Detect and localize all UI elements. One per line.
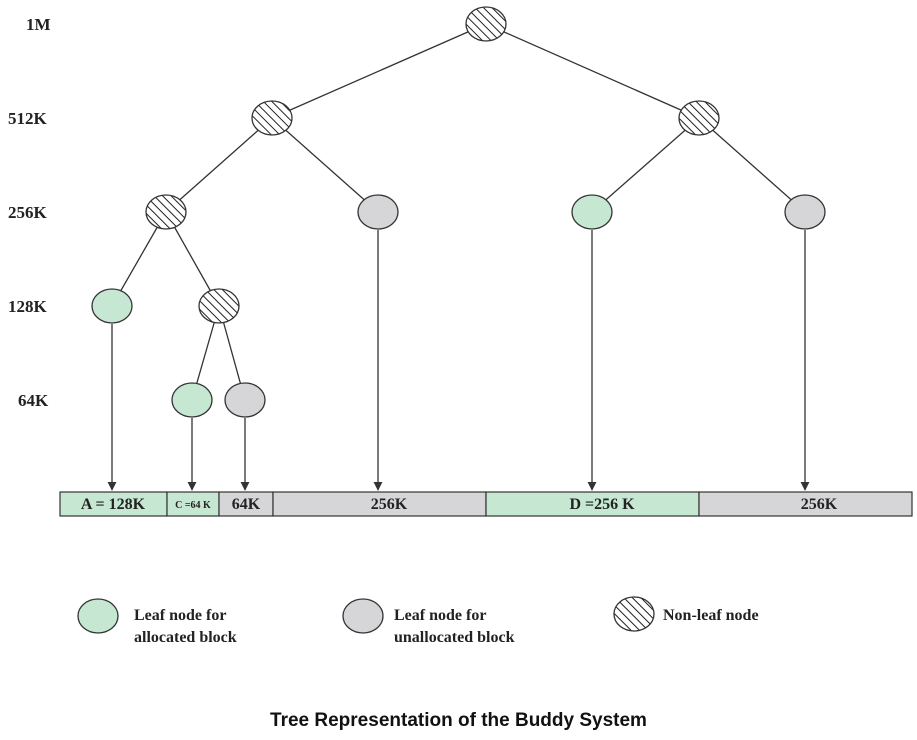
block-64k	[218, 491, 274, 517]
level-label-512k: 512K	[8, 109, 48, 128]
block-256k-2	[698, 491, 913, 517]
block-c-label: C =64 K	[175, 500, 211, 511]
legend-unallocated-swatch	[342, 598, 384, 634]
node-128k-1-allocated	[91, 288, 133, 324]
node-256k-1-nonleaf	[145, 194, 187, 230]
node-root-nonleaf	[465, 6, 507, 42]
node-512k-left-nonleaf	[251, 100, 293, 136]
legend-unallocated-line1: Leaf node for	[394, 607, 486, 624]
level-label-64k: 64K	[18, 391, 49, 410]
block-a-label: A = 128K	[81, 496, 146, 513]
node-64k-2-unallocated	[224, 382, 266, 418]
legend-allocated-line1: Leaf node for	[134, 607, 226, 624]
block-d-label: D =256 K	[569, 496, 635, 513]
figure-caption: Tree Representation of the Buddy System	[270, 710, 647, 731]
edge	[271, 23, 487, 119]
leaf-arrows	[107, 230, 810, 491]
node-256k-4-unallocated	[784, 194, 826, 230]
edge	[485, 23, 700, 119]
legend-unallocated-line2: unallocated block	[394, 629, 515, 646]
node-256k-3-allocated	[571, 194, 613, 230]
legend-allocated-line2: allocated block	[134, 629, 237, 646]
edge	[271, 117, 379, 213]
node-128k-2-nonleaf	[198, 288, 240, 324]
edge	[165, 117, 273, 213]
edge	[698, 117, 806, 213]
block-256k-1	[272, 491, 487, 517]
legend-allocated-swatch	[77, 598, 119, 634]
block-256k-1-label: 256K	[371, 496, 408, 513]
block-d	[485, 491, 700, 517]
legend	[77, 596, 655, 634]
level-label-128k: 128K	[8, 297, 48, 316]
buddy-tree-diagram: 1M 512K 256K 128K 64K	[8, 6, 913, 646]
level-label-256k: 256K	[8, 203, 48, 222]
legend-nonleaf-swatch	[613, 596, 655, 632]
tree-edges	[111, 23, 806, 401]
block-256k-2-label: 256K	[801, 496, 838, 513]
node-512k-right-nonleaf	[678, 100, 720, 136]
node-64k-1-allocated	[171, 382, 213, 418]
block-c	[166, 491, 220, 517]
edge	[591, 117, 700, 213]
node-256k-2-unallocated	[357, 194, 399, 230]
level-label-1m: 1M	[26, 15, 51, 34]
block-64k-label: 64K	[232, 496, 261, 513]
memory-bar	[59, 491, 913, 517]
legend-nonleaf-label: Non-leaf node	[663, 607, 759, 624]
